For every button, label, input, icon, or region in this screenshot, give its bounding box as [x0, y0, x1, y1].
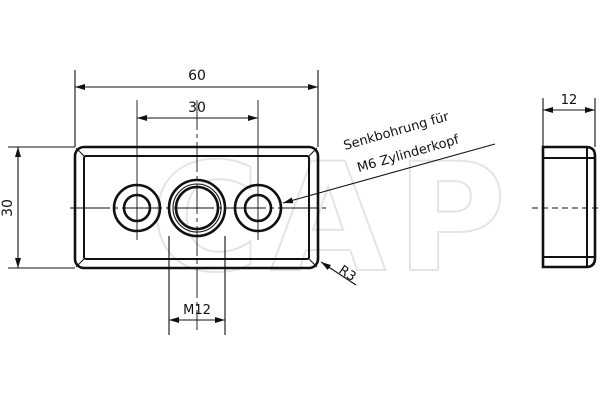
front-view: [70, 100, 330, 330]
side-view: 12: [532, 93, 600, 269]
dimension-thickness: 12: [561, 93, 578, 108]
dimension-30-spacing: 30: [137, 100, 258, 121]
plate-outline: [73, 145, 320, 270]
dimension-60: 60: [74, 68, 319, 147]
dimension-m12: M12: [168, 236, 226, 335]
dimension-thread: M12: [183, 303, 211, 318]
plate-chamfer-line: [83, 155, 310, 260]
dimension-hole-spacing: 30: [188, 100, 206, 116]
dimension-overall-length: 60: [188, 68, 206, 84]
dimension-30-height: 30: [0, 146, 75, 269]
dimension-height: 30: [0, 199, 16, 217]
watermark: CAP: [150, 132, 516, 306]
